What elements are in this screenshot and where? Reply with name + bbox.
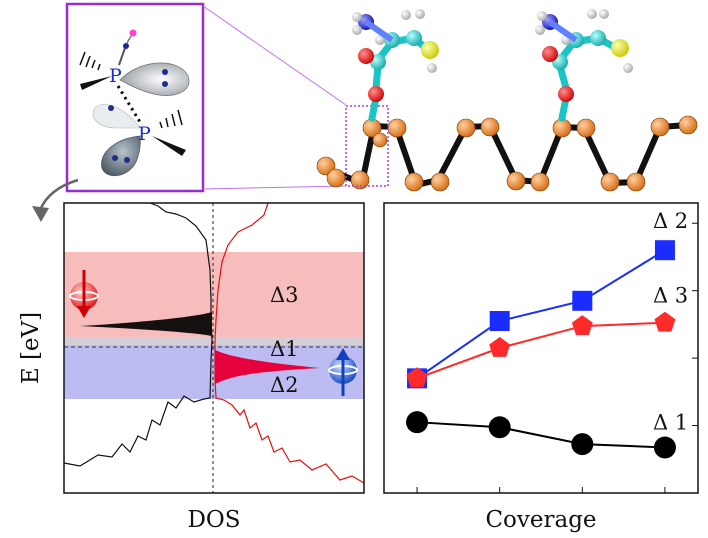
hashed-bond <box>79 51 101 71</box>
series-square: Δ 2 <box>407 209 688 389</box>
dos-gap-band <box>64 337 364 345</box>
data-point <box>406 411 429 434</box>
dos-upper-band <box>64 252 364 337</box>
adsorbed-molecule-2 <box>535 9 633 122</box>
dos-panel: Δ3 Δ1 Δ2 E [eV] DOS <box>18 202 365 533</box>
series-line <box>416 321 665 380</box>
coverage-chart: Δ 2 Δ 3 Δ 1 Coverage <box>383 202 699 533</box>
electron-dot <box>108 105 114 111</box>
chart-frame <box>383 202 699 494</box>
phosphorus-atoms <box>316 115 698 192</box>
lower-lone-pair-lobe <box>101 135 141 176</box>
dos-x-axis-label: DOS <box>187 507 240 533</box>
data-point <box>489 311 510 332</box>
data-point <box>653 436 676 459</box>
spin-up-peak <box>215 350 320 384</box>
spin-up-icon <box>328 348 358 396</box>
hydrogen-dot <box>123 43 129 49</box>
chart-ticks <box>416 222 698 493</box>
lower-upper-lobe <box>92 104 141 129</box>
zoom-line-top <box>202 5 347 106</box>
dotted-p-p-bond <box>116 85 142 123</box>
gap-label-delta2: Δ2 <box>270 373 299 397</box>
orbital-inset: P P <box>65 2 347 193</box>
series-pentagon: Δ 3 <box>406 284 688 388</box>
data-point <box>489 337 511 357</box>
p-h-bond <box>118 47 126 66</box>
data-point <box>572 290 593 311</box>
dos-y-axis-label: E [eV] <box>18 312 44 384</box>
curved-arrow <box>38 178 79 211</box>
molecule-surface <box>316 9 698 192</box>
data-point <box>571 315 593 335</box>
electron-dot <box>124 157 130 163</box>
data-point <box>654 311 676 332</box>
upper-lone-pair-lobe <box>119 62 190 96</box>
dos-lower-band <box>64 345 364 399</box>
electron-dot <box>162 81 168 87</box>
spin-down-icon <box>69 270 99 318</box>
spin-down-dos-curve <box>63 202 213 467</box>
chart-series: Δ 2 Δ 3 Δ 1 <box>406 209 688 459</box>
selection-box <box>345 105 389 187</box>
adsorbed-molecule-1 <box>352 9 439 122</box>
series-line <box>416 421 665 449</box>
curved-arrow-head <box>32 206 49 222</box>
hashed-bond <box>159 109 183 129</box>
series-line <box>416 249 666 380</box>
electron-dot <box>112 155 118 161</box>
series-label: Δ 2 <box>653 209 688 233</box>
gap-label-delta1: Δ1 <box>270 337 299 361</box>
gap-label-delta3: Δ3 <box>270 283 299 307</box>
data-point <box>571 433 594 456</box>
series-circle: Δ 1 <box>406 410 688 459</box>
hydrogen-dot <box>129 29 137 37</box>
zoom-line-bottom <box>202 185 347 190</box>
spin-up-dos-curve <box>214 202 365 484</box>
electron-dot <box>162 69 168 75</box>
dos-panel-frame <box>63 202 365 494</box>
series-label: Δ 3 <box>653 284 688 308</box>
wedge-bond <box>152 136 186 156</box>
data-point <box>488 416 511 439</box>
atom-label-bottom: P <box>138 123 151 145</box>
atom-label-top: P <box>109 65 122 87</box>
series-label: Δ 1 <box>653 410 688 434</box>
data-point <box>406 367 428 388</box>
p-h-bond <box>126 35 132 44</box>
data-point <box>654 240 675 261</box>
chart-x-axis-label: Coverage <box>485 507 596 533</box>
spin-down-peak <box>80 312 212 336</box>
wedge-bond <box>80 76 112 90</box>
